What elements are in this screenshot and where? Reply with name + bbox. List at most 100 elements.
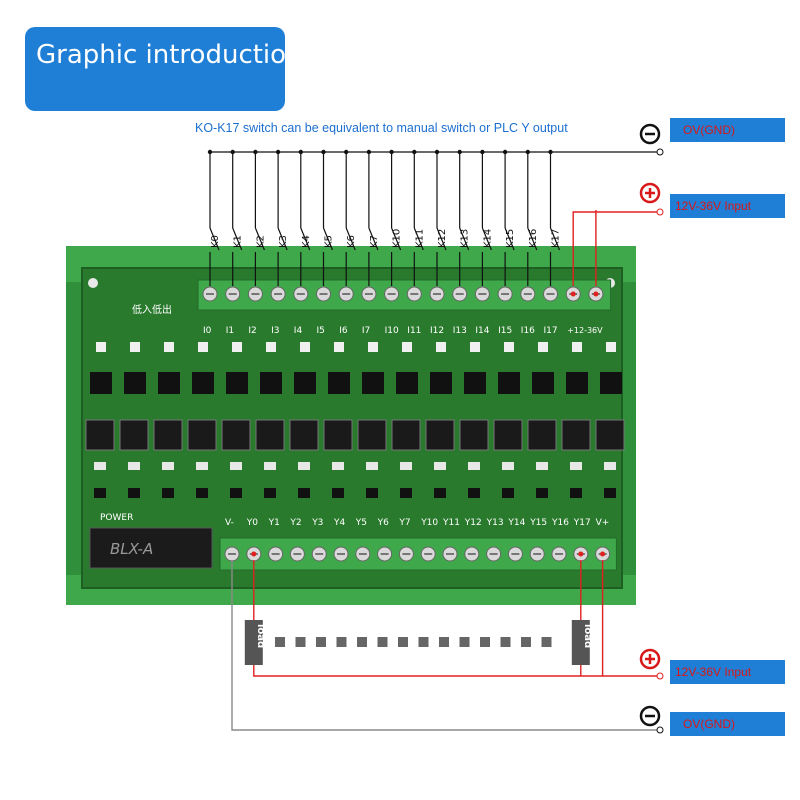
input-terminal-label: I15 (498, 326, 512, 336)
input-terminal-label: I13 (453, 326, 467, 336)
output-terminal-label: Y3 (311, 518, 323, 528)
input-terminal-label: I17 (544, 326, 558, 336)
mosfet-chip (221, 419, 251, 451)
diode (264, 488, 276, 498)
output-terminal-label: Y17 (573, 518, 591, 528)
smd-resistor (470, 342, 480, 352)
output-terminal-label: Y0 (246, 518, 258, 528)
smd-resistor (266, 342, 276, 352)
switch-blade (345, 227, 356, 251)
smd-capacitor (298, 462, 310, 470)
smd-resistor (164, 342, 174, 352)
mosfet-chip (85, 419, 115, 451)
switch-label: K14 (482, 229, 493, 248)
smd-resistor (504, 342, 514, 352)
minus-icon-top (639, 123, 661, 145)
mount-hole-left (88, 278, 98, 288)
switch-blade (368, 227, 379, 251)
switch-blade (300, 227, 311, 251)
diode (298, 488, 310, 498)
mosfet-chip (527, 419, 557, 451)
output-terminal-label: Y16 (551, 518, 569, 528)
gnd-label-bottom: OV(GND) (683, 717, 735, 731)
output-terminal-label: Y11 (442, 518, 460, 528)
optocoupler-chip (566, 372, 588, 394)
input-terminal-label: I2 (248, 326, 256, 336)
input-terminal-label: I4 (294, 326, 303, 336)
diode (162, 488, 174, 498)
load-supply-bus (253, 665, 660, 677)
output-terminal-housing (219, 537, 617, 571)
switch-blade (391, 227, 402, 251)
gnd-label-box-bottom (670, 712, 785, 736)
load-placeholder-dot (541, 637, 552, 647)
output-terminal-label: Y10 (420, 518, 438, 528)
switch-blade (436, 227, 447, 251)
diode (196, 488, 208, 498)
smd-resistor (232, 342, 242, 352)
output-vplus-marker (600, 551, 606, 557)
input-terminal-label: I12 (430, 326, 444, 336)
smd-capacitor (570, 462, 582, 470)
output-terminal-label: Y7 (398, 518, 410, 528)
plus-icon-bottom (639, 648, 661, 670)
component-rows (85, 342, 625, 498)
input-terminal-label: I3 (271, 326, 279, 336)
mosfet-chip (323, 419, 353, 451)
load-placeholder-dot (459, 637, 470, 647)
supply-wire-top-plus (572, 211, 660, 286)
switch-label: K17 (551, 229, 562, 248)
smd-capacitor (366, 462, 378, 470)
gnd-label-top: OV(GND) (683, 123, 735, 137)
load-placeholder-dot (500, 637, 511, 647)
switch-blade (527, 227, 538, 251)
gnd-terminal-bottom (656, 726, 664, 734)
switch-label: K7 (369, 235, 380, 248)
load-placeholder-dot (357, 637, 367, 647)
output-terminal-label: Y6 (377, 518, 389, 528)
mosfet-chip (187, 419, 217, 451)
load-placeholder-dot (439, 637, 449, 647)
input-power-marker (593, 291, 599, 297)
switch-blade (232, 227, 243, 251)
smd-capacitor (536, 462, 548, 470)
optocoupler-chip (158, 372, 180, 394)
smd-capacitor (128, 462, 140, 470)
smd-capacitor (400, 462, 412, 470)
output-terminal-label: Y2 (289, 518, 301, 528)
load-placeholder-dot (336, 637, 347, 647)
smd-capacitor (264, 462, 276, 470)
input-label-top: 12V-36V Input (675, 199, 752, 213)
smd-resistor (130, 342, 140, 352)
input-power-label: +12-36V (567, 326, 603, 335)
optocoupler-chip (124, 372, 146, 394)
switch-label: K4 (301, 235, 312, 248)
switch-blade (481, 227, 492, 251)
smd-capacitor (196, 462, 208, 470)
input-terminal-label: I7 (362, 326, 370, 336)
input-power-marker (570, 291, 576, 297)
optocoupler-chip (294, 372, 316, 394)
switch-label: K5 (324, 235, 335, 248)
plus-icon-top (639, 182, 661, 204)
load-label: load (255, 624, 266, 648)
output-terminal-label: Y4 (333, 518, 345, 528)
load-placeholder-dot (377, 637, 388, 647)
input-terminal-housing (197, 279, 612, 311)
output-terminal-label: Y12 (464, 518, 482, 528)
smd-capacitor (434, 462, 446, 470)
switch-blade (322, 227, 334, 251)
optocoupler-chip (600, 372, 622, 394)
optocoupler-chip (90, 372, 112, 394)
load-box (244, 620, 263, 665)
diode (366, 488, 378, 498)
title-banner (25, 27, 285, 111)
input-terminal-label: I6 (339, 326, 348, 336)
switch-label: K15 (505, 229, 516, 248)
fuse-holder (89, 527, 213, 569)
load-box (571, 620, 590, 665)
input-label-box-bottom (670, 660, 785, 684)
